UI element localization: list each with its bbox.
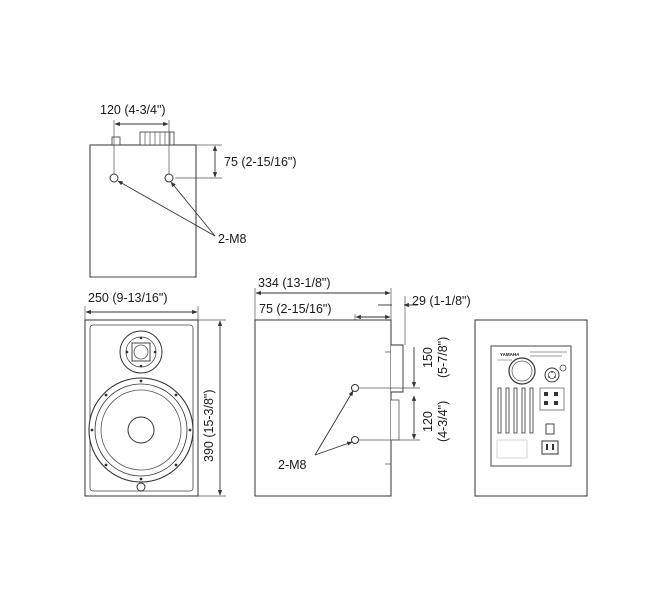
top-view: 120 (4-3/4") 75 (2-15/16") 2-M8: [89, 103, 297, 278]
side-protrusion-label: 29 (1-1/8"): [412, 294, 471, 308]
rear-brand-logo: YAMAHA: [500, 352, 520, 357]
side-mount-offset-label: 75 (2-15/16"): [259, 302, 332, 316]
side-cabinet: [254, 319, 392, 497]
top-mount-label: 2-M8: [218, 232, 247, 246]
side-lower-spacing-inch: (4-3/4"): [436, 401, 450, 442]
side-mount-hole-lower: [351, 436, 359, 444]
mount-hole-left: [109, 173, 119, 183]
front-width-label: 250 (9-13/16"): [88, 291, 168, 305]
tweeter: [119, 330, 163, 374]
top-depth-label: 75 (2-15/16"): [224, 155, 297, 169]
mount-hole-right: [164, 173, 174, 183]
side-lower-spacing-value: 120: [421, 411, 435, 432]
woofer: [88, 377, 194, 483]
side-view: 334 (13-1/8") 75 (2-15/16") 29 (1-1/8") …: [254, 276, 471, 497]
top-view-outline: [89, 144, 197, 278]
rear-view: YAMAHA: [474, 319, 588, 497]
top-width-label: 120 (4-3/4"): [100, 103, 166, 117]
side-upper-spacing-value: 150: [421, 347, 435, 368]
front-view: 250 (9-13/16"): [84, 291, 226, 497]
side-mount-hole-upper: [351, 384, 359, 392]
rear-connector-fins: [111, 131, 175, 146]
rear-panel-fine-print: [497, 351, 567, 361]
side-mount-label: 2-M8: [278, 458, 307, 472]
power-switch: [545, 423, 555, 435]
side-depth-label: 334 (13-1/8"): [258, 276, 331, 290]
front-height-label: 390 (15-3/8"): [202, 389, 216, 462]
eq-switches: [539, 387, 565, 411]
power-indicator-icon: [136, 482, 146, 492]
side-upper-spacing-inch: (5-7/8"): [436, 337, 450, 378]
heatsink-fins: [497, 387, 534, 434]
power-inlet-icon: [541, 440, 559, 455]
